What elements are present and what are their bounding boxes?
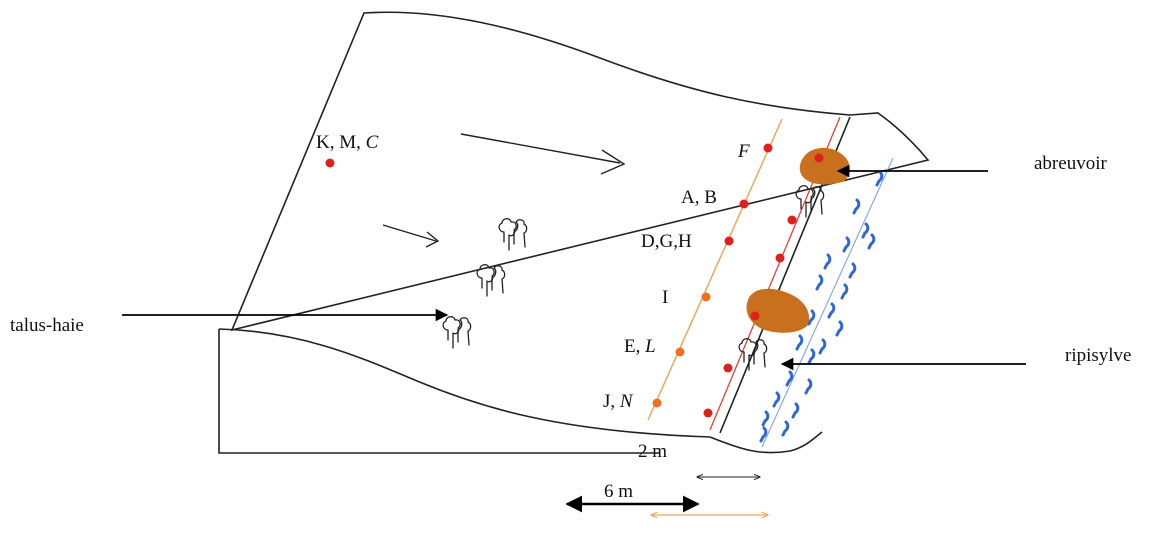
watering-place-upper: [799, 147, 850, 185]
point-red-3: [750, 311, 760, 321]
label-kmc: K, M, C: [316, 132, 379, 153]
label-i: I: [662, 287, 668, 308]
point-f: [763, 143, 773, 153]
flow-arrow-icon: [460, 133, 626, 175]
bank-edge: [709, 431, 823, 454]
point-red-2: [775, 253, 785, 263]
field-lower-edge: [218, 328, 711, 454]
label-el: E, L: [624, 336, 656, 357]
point-el: [675, 347, 685, 357]
point-i: [701, 292, 711, 302]
label-abreuvoir: abreuvoir: [1034, 153, 1107, 174]
label-2m: 2 m: [638, 441, 667, 462]
field-outline: [230, 11, 930, 332]
sample-points: [325, 143, 824, 418]
stream-line: [761, 157, 894, 448]
tree-cluster-icon: [442, 218, 528, 349]
label-jn: J, N: [603, 391, 634, 412]
label-talus-haie: talus-haie: [10, 315, 84, 336]
point-jn: [652, 398, 662, 408]
label-ripisylve: ripisylve: [1065, 345, 1132, 366]
label-dgh: D,G,H: [641, 231, 692, 252]
point-red-4: [723, 363, 733, 373]
label-ab: A, B: [681, 187, 717, 208]
label-f: F: [737, 141, 750, 162]
point-red-1: [787, 215, 797, 225]
point-ab: [739, 199, 749, 209]
point-kmc: [325, 158, 335, 168]
watering-place-lower: [746, 288, 810, 333]
label-6m: 6 m: [604, 481, 633, 502]
point-abreuvoir: [814, 153, 824, 163]
point-red-5: [703, 408, 713, 418]
point-dgh: [724, 236, 734, 246]
flow-arrow-icon: [382, 224, 440, 248]
transect-line-orange: [647, 118, 783, 421]
